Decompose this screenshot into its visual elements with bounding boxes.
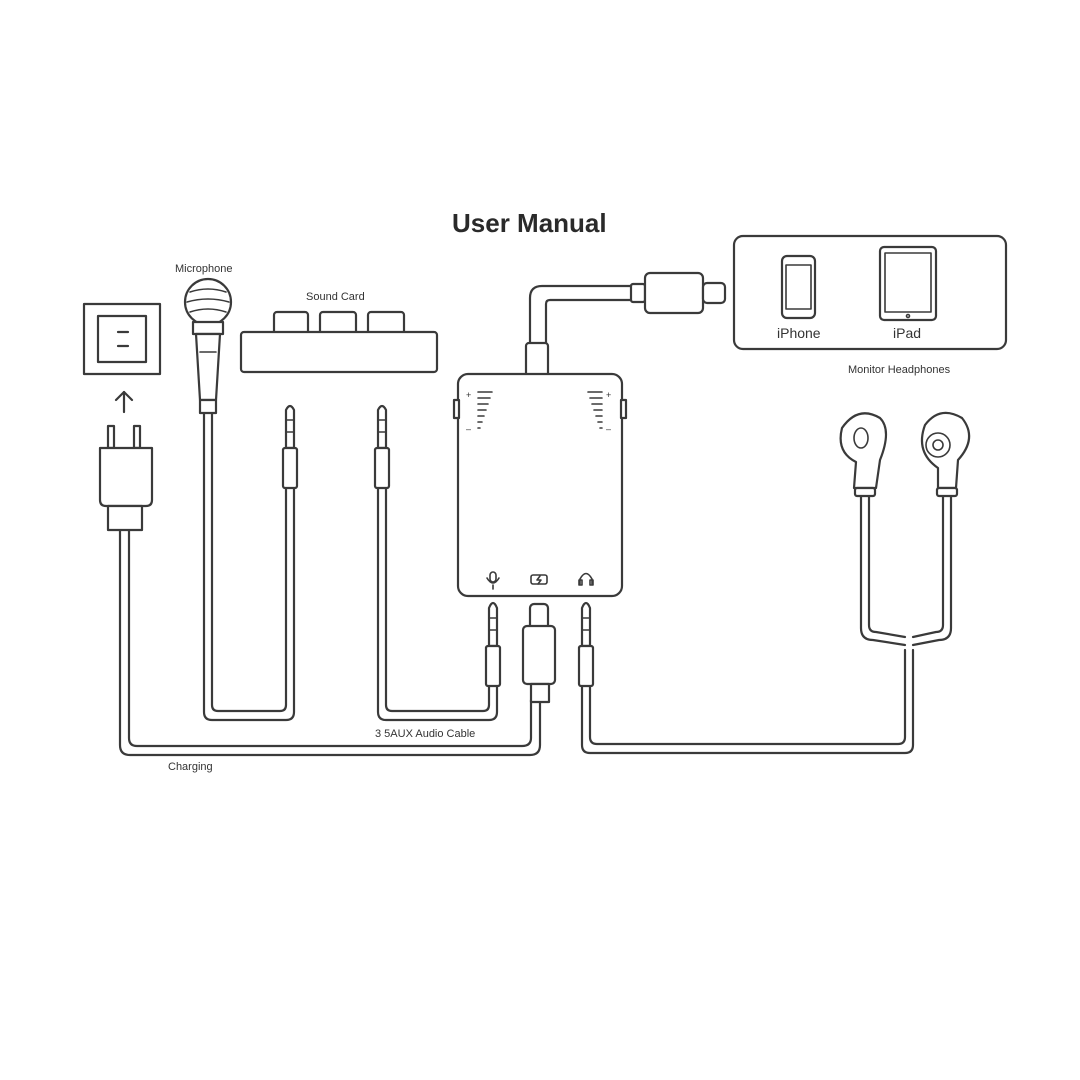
charging-label: Charging xyxy=(168,761,213,773)
svg-text:+: + xyxy=(606,390,611,400)
arrow-up-icon xyxy=(114,390,134,414)
audio-interface-icon: + – + – xyxy=(452,341,628,598)
interface-jacks xyxy=(484,601,595,704)
sound-card-icon xyxy=(239,310,439,374)
left-volume-meter-icon: + – xyxy=(466,390,493,434)
microphone-cable xyxy=(202,410,296,722)
svg-text:–: – xyxy=(466,424,471,434)
ipad-label: iPad xyxy=(893,325,921,341)
earphone-left-cable xyxy=(859,488,907,647)
headphone-port-icon xyxy=(578,572,594,586)
aux-jack-icon xyxy=(281,404,391,490)
svg-text:+: + xyxy=(466,390,471,400)
lightning-cable-inner xyxy=(544,298,634,347)
diagram-title: User Manual xyxy=(452,208,607,238)
aux-cable-inner xyxy=(384,486,491,713)
microphone-label: Microphone xyxy=(175,263,232,275)
earphone-right-cable xyxy=(911,488,953,647)
earphone-left-cable-inner xyxy=(867,488,907,639)
svg-text:–: – xyxy=(606,424,611,434)
monitor-headphones-label: Monitor Headphones xyxy=(848,364,951,376)
wall-socket-icon xyxy=(82,302,162,376)
lightning-plug-icon xyxy=(629,271,727,315)
headphone-cable-inner xyxy=(588,648,907,746)
power-plug-icon xyxy=(98,424,154,532)
earphones-icon xyxy=(839,411,971,498)
audio-cable-label: 3 5AUX Audio Cable xyxy=(375,728,475,740)
earphone-right-cable-inner xyxy=(911,488,945,639)
aux-cable xyxy=(376,486,499,722)
sound-card-label: Sound Card xyxy=(306,291,365,303)
charging-cable xyxy=(118,528,542,757)
headphone-cable xyxy=(580,648,915,755)
charging-cable-inner xyxy=(127,528,533,748)
ipad-icon xyxy=(878,245,938,322)
right-volume-meter-icon: + – xyxy=(587,390,611,434)
lightning-connector-icon xyxy=(521,602,557,704)
mic-port-icon xyxy=(486,571,500,590)
battery-port-icon xyxy=(530,574,548,585)
iphone-label: iPhone xyxy=(777,325,821,341)
microphone-icon xyxy=(183,277,233,415)
iphone-icon xyxy=(780,254,817,320)
lightning-cable xyxy=(528,284,634,347)
devices-panel: iPhone iPad xyxy=(732,234,1008,351)
microphone-cable-inner xyxy=(210,410,288,713)
cables xyxy=(118,284,953,757)
